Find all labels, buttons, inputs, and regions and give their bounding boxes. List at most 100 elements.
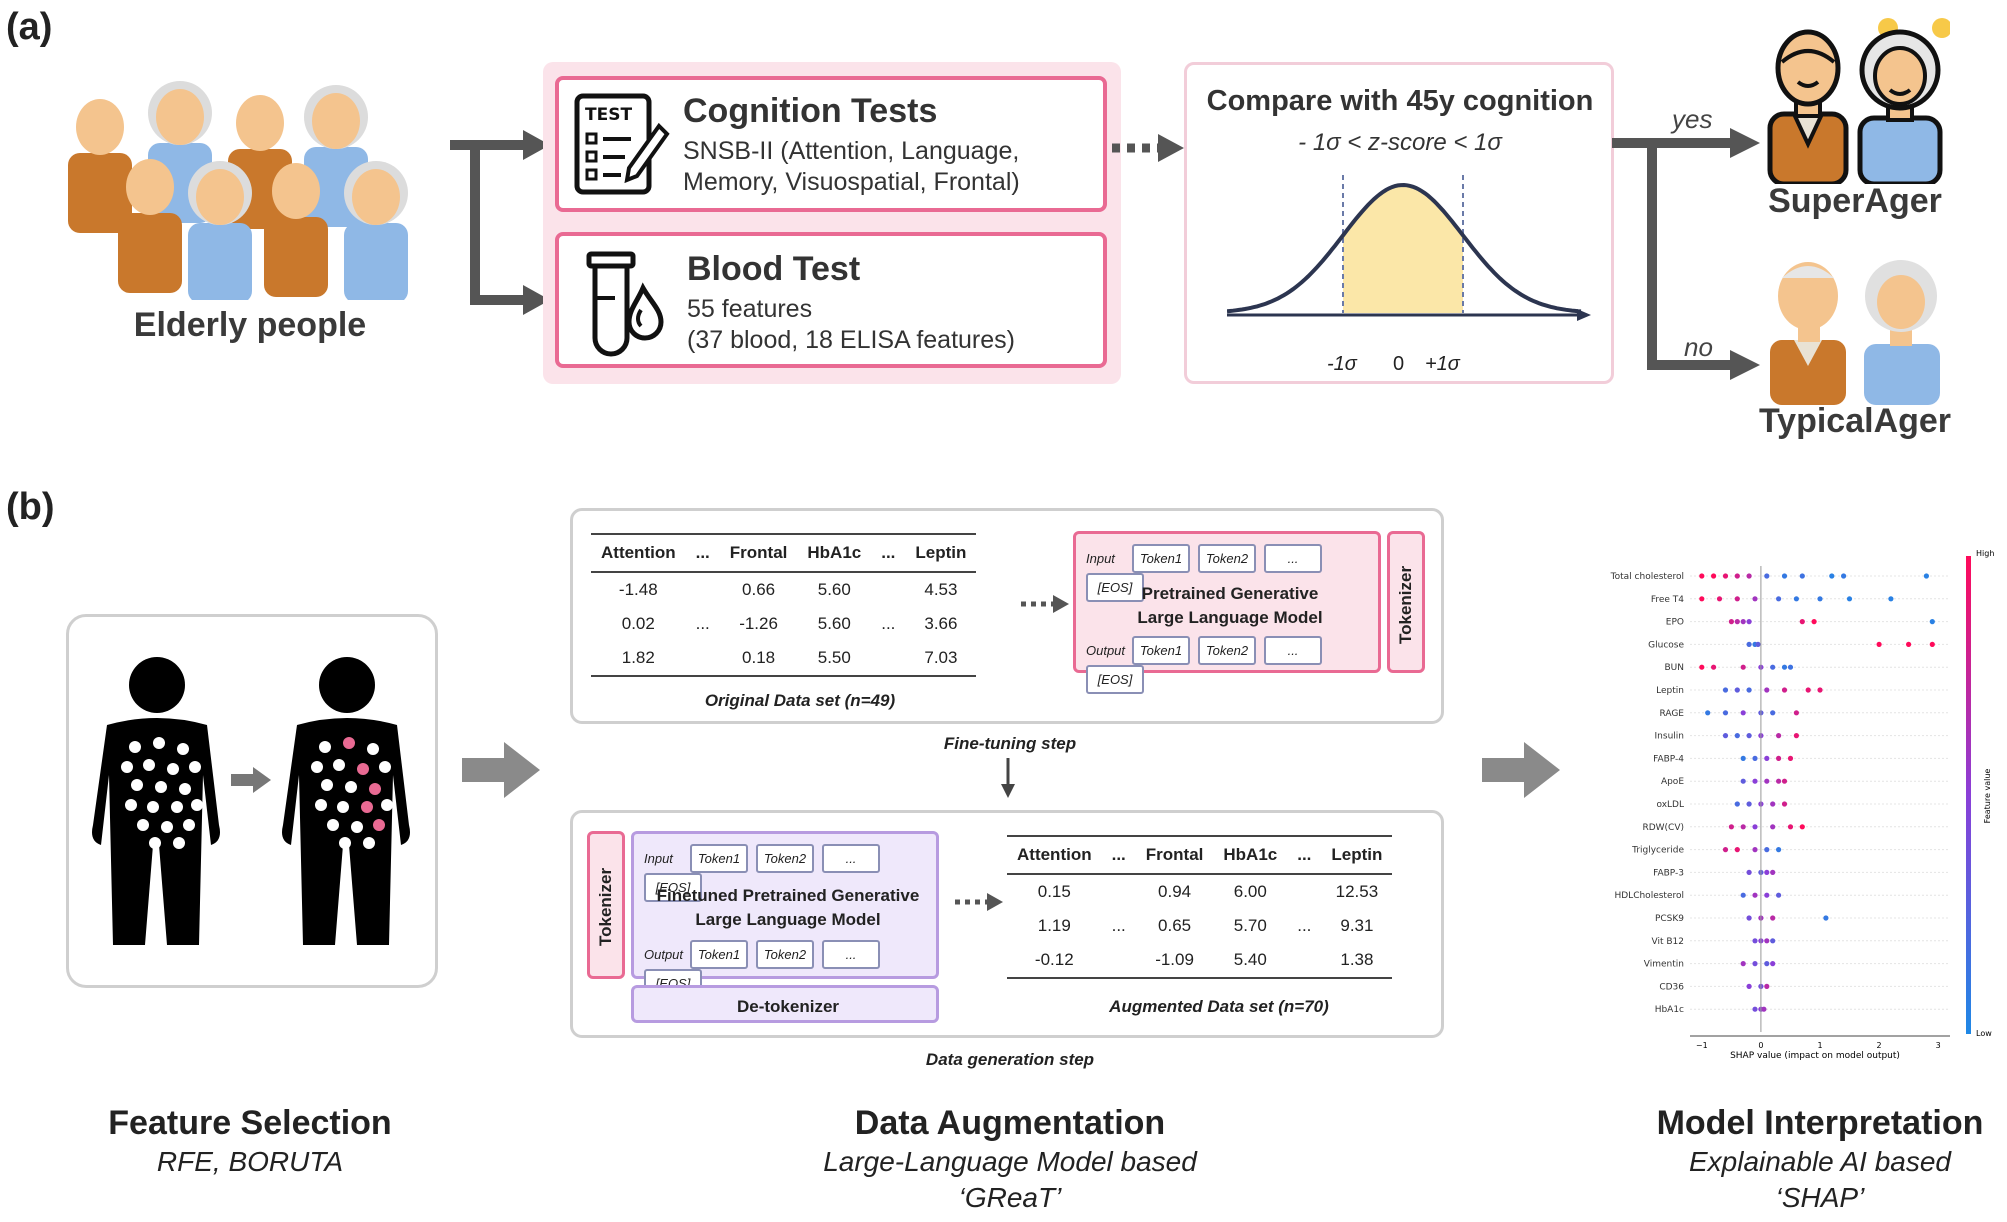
generation-caption: Data generation step <box>925 1050 1095 1069</box>
token-2: Token2 <box>1198 544 1256 573</box>
shap-point <box>1722 710 1729 716</box>
feature-dot <box>191 799 203 811</box>
token-1: Token1 <box>1132 544 1190 573</box>
panel-a-label: (a) <box>6 6 53 48</box>
table-cell: 0.18 <box>719 641 798 677</box>
detokenizer-box: De-tokenizer <box>631 985 939 1023</box>
shap-point <box>1776 733 1782 739</box>
person-before-icon <box>92 657 220 945</box>
blood-test-line2: (37 blood, 18 ELISA features) <box>687 326 1015 354</box>
shap-point <box>1764 983 1770 989</box>
shap-point <box>1740 619 1746 625</box>
table-cell: 0.94 <box>1158 882 1192 901</box>
elderly-woman-figure <box>304 85 368 227</box>
shap-point <box>1764 687 1770 693</box>
original_table-header: ... <box>871 533 906 573</box>
augmented_table-header: Leptin <box>1321 835 1393 875</box>
shap-point <box>1746 915 1752 921</box>
shap-feature-label: BUN <box>1665 663 1685 673</box>
token-1: Token1 <box>1132 636 1190 665</box>
shap-point <box>1770 938 1776 944</box>
shap-point <box>1829 573 1835 579</box>
feature-dot <box>319 741 331 753</box>
feature-dot <box>125 799 137 811</box>
detokenizer-label: De-tokenizer <box>736 997 840 1016</box>
feature-dot <box>351 821 363 833</box>
elderly-man-figure <box>264 163 328 297</box>
feature-dot <box>149 837 161 849</box>
elderly-man-figure <box>68 99 132 233</box>
table-cell <box>1287 943 1322 979</box>
table-cell <box>871 641 906 677</box>
feature-selection-frame <box>66 614 438 988</box>
shap-point <box>1711 573 1717 579</box>
shap-point <box>1746 801 1752 807</box>
shap-feature-label: Insulin <box>1655 732 1684 742</box>
augmented_table-header: HbA1c <box>1213 835 1288 875</box>
feature-dot <box>177 743 189 755</box>
cognition-tests-title: Cognition Tests <box>683 92 938 130</box>
cognition-tests-box: TEST Cognition Tests SNSB-II (Attention,… <box>555 76 1107 212</box>
shap-feature-label: Triglyceride <box>1631 846 1684 856</box>
table-cell: 0.65 <box>1158 916 1192 935</box>
shap-feature-label: FABP-4 <box>1653 754 1684 764</box>
original-data-caption: Original Data set (n=49) <box>704 691 896 710</box>
original_table-header: ... <box>685 533 720 573</box>
shap-point <box>1764 869 1770 875</box>
shap-point <box>1770 710 1776 716</box>
shap-point <box>1734 733 1740 739</box>
shap-point <box>1746 983 1752 989</box>
feature-dot <box>343 737 355 749</box>
table-cell: ... <box>695 614 710 633</box>
shap-xlabel: SHAP value (impact on model output) <box>1730 1051 1900 1061</box>
shap-point <box>1776 847 1782 853</box>
shap-feature-label: Vimentin <box>1644 960 1684 970</box>
table-cell: -0.12 <box>1007 943 1102 979</box>
feature-dot <box>129 741 141 753</box>
token-eos: [EOS] <box>644 873 702 902</box>
table-cell: 3.66 <box>924 614 958 633</box>
shap-point <box>1787 664 1794 670</box>
shap-point <box>1781 687 1788 693</box>
model-interpretation-sub2: ‘SHAP’ <box>1775 1182 1865 1213</box>
table-cell: 5.40 <box>1213 943 1288 979</box>
cognition-tests-line2: Memory, Visuospatial, Frontal) <box>683 168 1020 196</box>
colorbar-low: Low <box>1976 1029 1992 1038</box>
shap-point <box>1906 641 1912 647</box>
shap-point <box>1776 892 1782 898</box>
shap-point <box>1799 824 1805 830</box>
shap-feature-label: RDW(CV) <box>1642 823 1684 833</box>
shap-point <box>1699 664 1705 670</box>
table-cell: ... <box>1297 916 1312 935</box>
augmented-data-caption: Augmented Data set (n=70) <box>1109 997 1329 1016</box>
shap-point <box>1752 938 1758 944</box>
feature-dot <box>171 801 183 813</box>
superager-label: SuperAger <box>1768 182 1942 220</box>
shap-feature-label: CD36 <box>1659 982 1684 992</box>
feature-dot <box>121 761 133 773</box>
feature-dot <box>153 737 165 749</box>
feature-dot <box>327 819 339 831</box>
table-cell: ... <box>1111 916 1126 935</box>
feature-dot <box>345 781 357 793</box>
shap-point <box>1752 892 1758 898</box>
tokenizer-box-top: Tokenizer <box>1387 531 1425 673</box>
table-cell <box>685 641 720 677</box>
feature-dot <box>367 743 379 755</box>
shap-point <box>1817 687 1823 693</box>
shap-point <box>1711 664 1717 670</box>
shap-feature-label: HbA1c <box>1655 1005 1684 1015</box>
feature-selection-title: Feature Selection <box>108 1104 392 1142</box>
compare-formula: - 1σ < z-score < 1σ <box>1298 129 1502 156</box>
token-1: Token1 <box>690 940 748 969</box>
panel-b-label: (b) <box>6 486 55 528</box>
table-cell <box>1287 874 1321 909</box>
shap-point <box>1770 664 1776 670</box>
tokenizer-label-top: Tokenizer <box>1396 565 1415 645</box>
feature-dot <box>379 761 391 773</box>
shap-point <box>1722 733 1729 739</box>
table-cell <box>1102 874 1136 909</box>
